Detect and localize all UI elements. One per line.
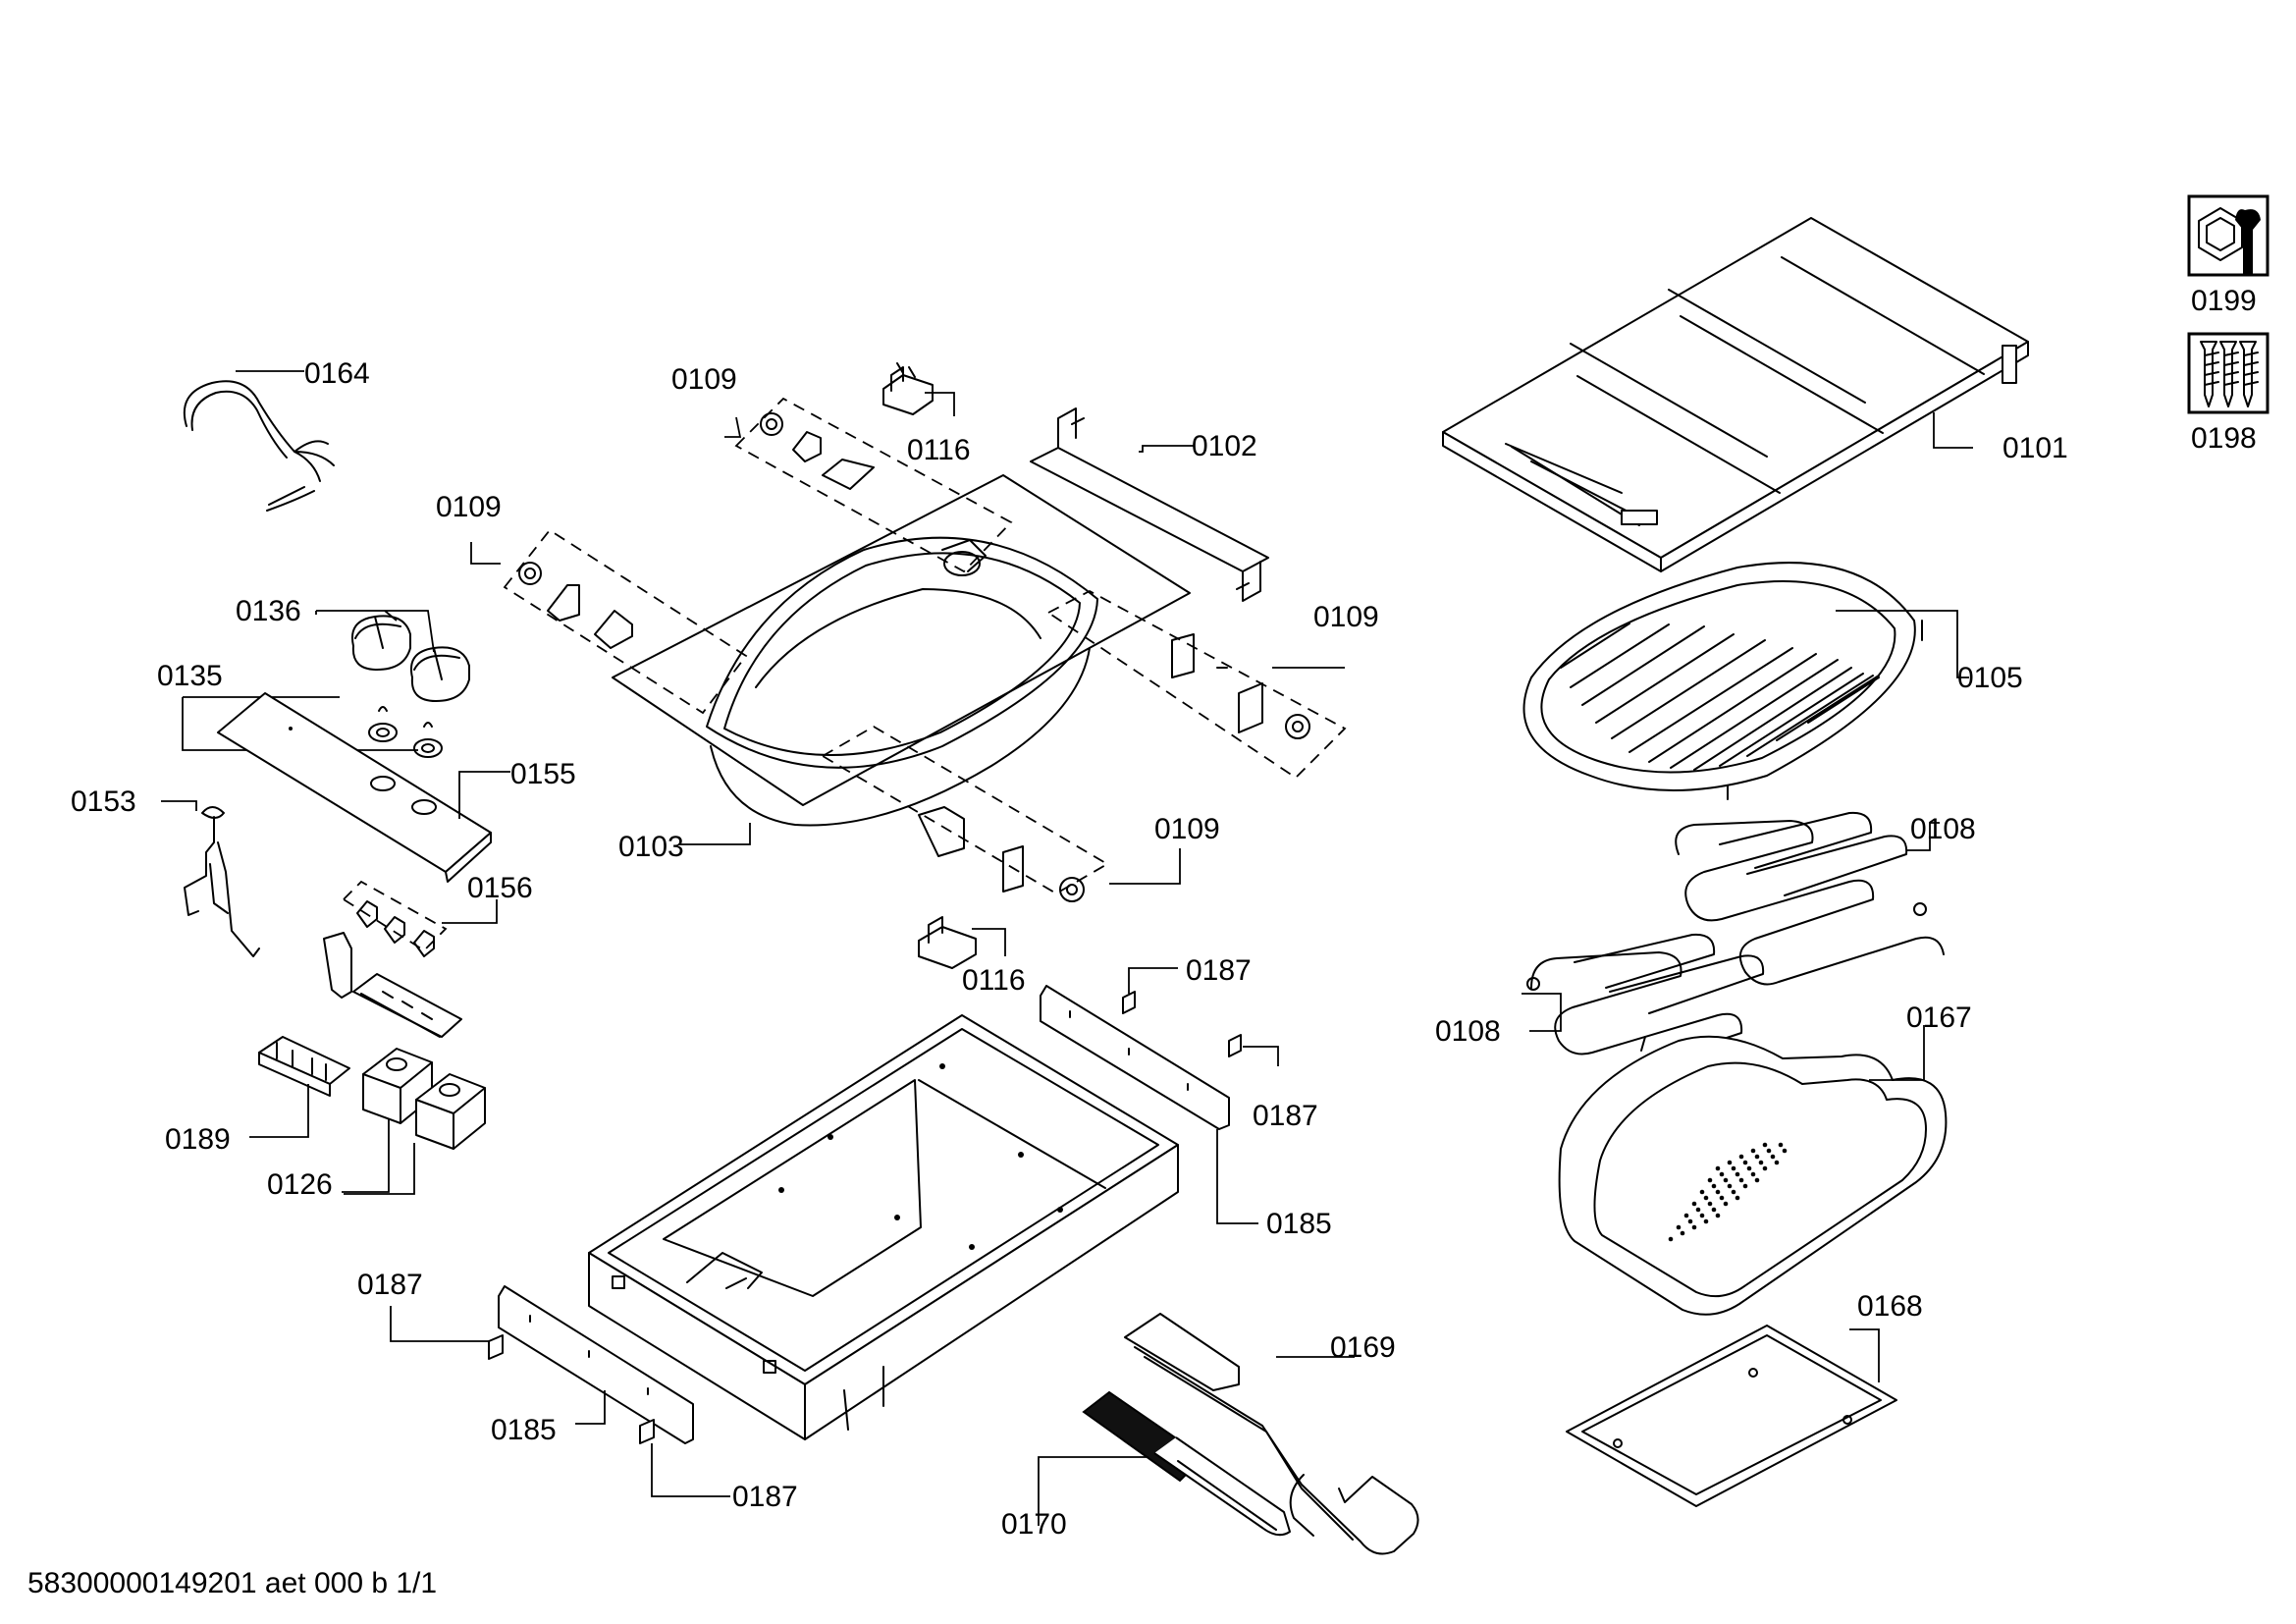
- label-0136: 0136: [236, 595, 301, 627]
- part-0189-terminal-block: [258, 1036, 350, 1097]
- part-0102-bracket: [1030, 407, 1269, 602]
- part-0168-tray: [1566, 1325, 1897, 1507]
- part-0103-basin: [612, 474, 1191, 827]
- label-0155: 0155: [510, 758, 576, 790]
- label-0187-top-2: 0187: [1253, 1100, 1318, 1132]
- part-0167-drip-pan: [1558, 1035, 1948, 1316]
- label-0103: 0103: [618, 831, 684, 863]
- drawing-reference-footer: 58300000149201 aet 000 b 1/1: [27, 1567, 438, 1599]
- label-0164: 0164: [304, 357, 370, 390]
- label-0153: 0153: [71, 785, 136, 818]
- label-0109-left: 0109: [436, 491, 502, 523]
- label-0109-bottom: 0109: [1154, 813, 1220, 845]
- label-0198: 0198: [2191, 422, 2257, 455]
- label-0116-top: 0116: [907, 434, 971, 466]
- label-0108-lower: 0108: [1435, 1015, 1501, 1048]
- dashed-group-0109-top: [734, 397, 1013, 573]
- label-0168: 0168: [1857, 1290, 1923, 1323]
- label-0187-top-1: 0187: [1186, 954, 1252, 987]
- part-0187-clip-bottom-2: [639, 1419, 655, 1444]
- label-0167: 0167: [1906, 1001, 1972, 1034]
- part-0185-rail-top: [1040, 985, 1230, 1130]
- part-0105-grill-grate: [1522, 562, 1923, 800]
- label-0135: 0135: [157, 660, 223, 692]
- part-0116-switch-top: [882, 362, 934, 415]
- label-0169: 0169: [1330, 1331, 1396, 1364]
- part-0153-thermostat-sensor: [184, 806, 260, 957]
- label-0108-upper: 0108: [1910, 813, 1976, 845]
- label-0185-top: 0185: [1266, 1208, 1332, 1240]
- part-0156-switch-strip: [323, 932, 462, 1038]
- part-0135-ring-left: [368, 706, 398, 742]
- part-0187-clip-top-1: [1122, 991, 1136, 1014]
- part-0136-knob-right: [410, 646, 470, 702]
- part-0185-rail-bottom: [498, 1285, 694, 1444]
- label-0109-right: 0109: [1313, 601, 1379, 633]
- part-0170-brush: [1082, 1390, 1291, 1537]
- label-0187-bottom-2: 0187: [732, 1481, 798, 1513]
- label-0170: 0170: [1001, 1508, 1067, 1541]
- dashed-group-0156: [342, 880, 448, 957]
- part-0155-control-panel: [217, 692, 492, 883]
- part-0136-knob-left: [351, 615, 411, 671]
- label-0185-bottom: 0185: [491, 1414, 557, 1446]
- part-0126-energy-regulator-right: [415, 1073, 486, 1150]
- label-0156: 0156: [467, 872, 533, 904]
- label-0101: 0101: [2002, 432, 2068, 464]
- part-0187-clip-bottom-1: [488, 1334, 504, 1360]
- part-0187-clip-top-2: [1228, 1034, 1242, 1057]
- dashed-group-0109-left: [503, 528, 748, 715]
- label-0116-bottom: 0116: [962, 964, 1026, 997]
- part-0164-power-cable: [183, 380, 335, 512]
- label-0187-bottom-1: 0187: [357, 1269, 423, 1301]
- part-0135-ring-right: [413, 722, 443, 758]
- part-0169-tongs: [1124, 1313, 1419, 1555]
- label-0102: 0102: [1192, 430, 1257, 462]
- part-housing-box: [588, 1014, 1179, 1440]
- label-0109-top: 0109: [671, 363, 737, 396]
- part-0108-heating-element-upper: [1675, 811, 1945, 986]
- label-0105: 0105: [1957, 662, 2023, 694]
- wrench-nut-icon[interactable]: [2187, 194, 2269, 277]
- part-0116-switch-bottom: [918, 916, 977, 969]
- part-0101-cover-lid: [1442, 217, 2029, 572]
- label-0199: 0199: [2191, 285, 2257, 317]
- screws-icon[interactable]: [2187, 332, 2269, 414]
- dashed-group-0109-right: [1046, 589, 1347, 780]
- label-0126: 0126: [267, 1168, 333, 1201]
- dashed-group-0109-bottom: [821, 725, 1109, 902]
- label-0189: 0189: [165, 1123, 231, 1156]
